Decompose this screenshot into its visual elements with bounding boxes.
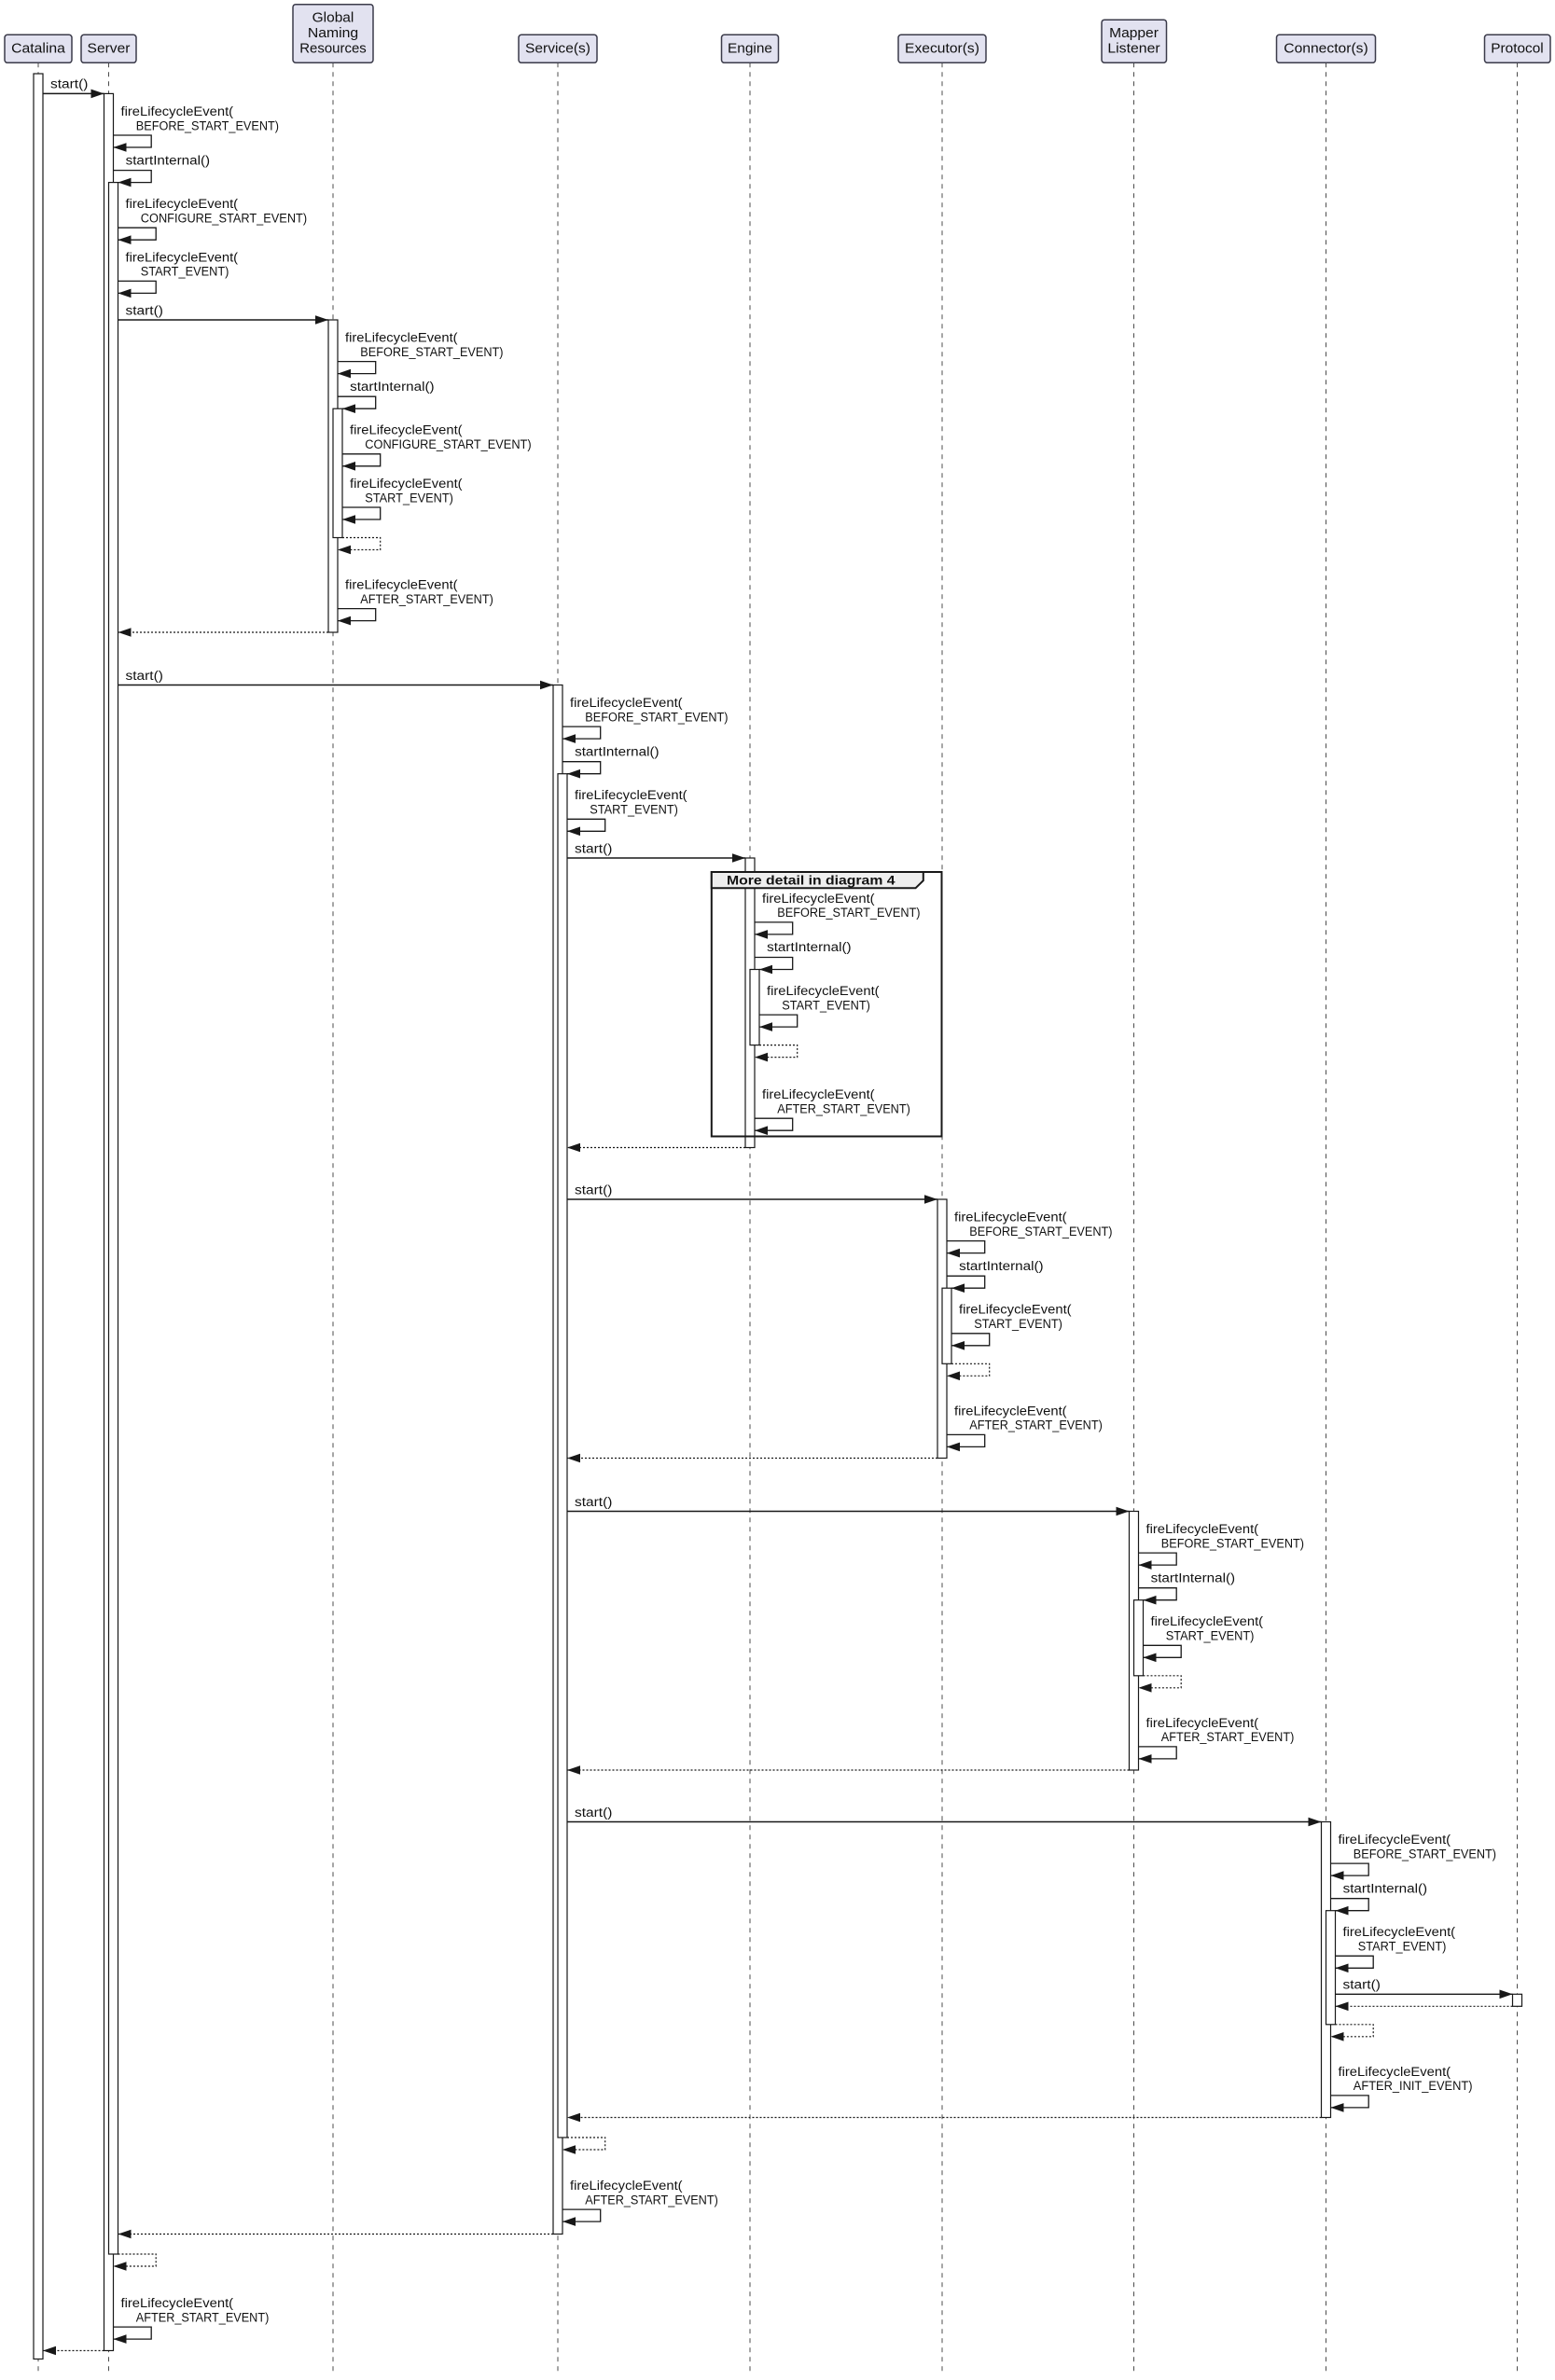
svg-text:fireLifecycleEvent(: fireLifecycleEvent( <box>1343 1925 1456 1939</box>
svg-text:startInternal(): startInternal() <box>959 1259 1044 1273</box>
svg-text:fireLifecycleEvent(: fireLifecycleEvent( <box>954 1211 1067 1225</box>
svg-text:start(): start() <box>50 77 88 91</box>
svg-text:fireLifecycleEvent(: fireLifecycleEvent( <box>575 788 687 802</box>
svg-text:startInternal(): startInternal() <box>767 940 852 954</box>
svg-text:fireLifecycleEvent(: fireLifecycleEvent( <box>350 423 463 437</box>
svg-text:fireLifecycleEvent(: fireLifecycleEvent( <box>350 477 463 491</box>
svg-text:start(): start() <box>126 303 163 317</box>
svg-text:Connector(s): Connector(s) <box>1284 41 1368 56</box>
svg-text:start(): start() <box>575 1495 612 1509</box>
svg-text:AFTER_START_EVENT): AFTER_START_EVENT) <box>360 592 493 606</box>
svg-text:CONFIGURE_START_EVENT): CONFIGURE_START_EVENT) <box>365 437 531 451</box>
svg-text:Global: Global <box>312 10 354 25</box>
svg-text:fireLifecycleEvent(: fireLifecycleEvent( <box>762 1087 875 1101</box>
svg-text:fireLifecycleEvent(: fireLifecycleEvent( <box>126 250 239 264</box>
svg-text:AFTER_START_EVENT): AFTER_START_EVENT) <box>777 1102 910 1116</box>
svg-text:startInternal(): startInternal() <box>575 744 659 758</box>
svg-text:BEFORE_START_EVENT): BEFORE_START_EVENT) <box>1354 1847 1496 1861</box>
svg-text:START_EVENT): START_EVENT) <box>1358 1940 1447 1954</box>
svg-text:Executor(s): Executor(s) <box>905 41 979 56</box>
svg-text:Service(s): Service(s) <box>525 41 590 56</box>
svg-text:start(): start() <box>126 669 163 683</box>
svg-text:Resources: Resources <box>299 42 367 57</box>
svg-text:START_EVENT): START_EVENT) <box>1166 1629 1255 1643</box>
svg-text:START_EVENT): START_EVENT) <box>974 1317 1062 1331</box>
svg-text:BEFORE_START_EVENT): BEFORE_START_EVENT) <box>969 1225 1112 1238</box>
svg-text:Engine: Engine <box>728 41 772 56</box>
svg-text:AFTER_START_EVENT): AFTER_START_EVENT) <box>969 1418 1103 1432</box>
svg-text:START_EVENT): START_EVENT) <box>141 265 229 279</box>
svg-text:AFTER_INIT_EVENT): AFTER_INIT_EVENT) <box>1354 2079 1473 2093</box>
svg-text:fireLifecycleEvent(: fireLifecycleEvent( <box>121 2296 234 2310</box>
svg-text:fireLifecycleEvent(: fireLifecycleEvent( <box>1146 1716 1259 1730</box>
svg-text:Naming: Naming <box>308 26 358 41</box>
svg-text:AFTER_START_EVENT): AFTER_START_EVENT) <box>585 2193 718 2207</box>
svg-text:BEFORE_START_EVENT): BEFORE_START_EVENT) <box>585 710 728 724</box>
svg-text:startInternal(): startInternal() <box>1343 1881 1428 1895</box>
svg-text:start(): start() <box>575 1806 612 1820</box>
svg-text:fireLifecycleEvent(: fireLifecycleEvent( <box>570 696 683 710</box>
svg-text:fireLifecycleEvent(: fireLifecycleEvent( <box>959 1303 1072 1317</box>
svg-text:Catalina: Catalina <box>11 41 66 56</box>
svg-text:start(): start() <box>575 841 612 855</box>
svg-text:fireLifecycleEvent(: fireLifecycleEvent( <box>126 197 239 211</box>
svg-text:fireLifecycleEvent(: fireLifecycleEvent( <box>345 331 458 345</box>
svg-text:fireLifecycleEvent(: fireLifecycleEvent( <box>1339 1833 1451 1847</box>
svg-text:fireLifecycleEvent(: fireLifecycleEvent( <box>1151 1614 1264 1628</box>
svg-text:AFTER_START_EVENT): AFTER_START_EVENT) <box>136 2310 269 2324</box>
svg-text:fireLifecycleEvent(: fireLifecycleEvent( <box>121 104 234 118</box>
svg-text:More detail in diagram 4: More detail in diagram 4 <box>727 873 896 887</box>
svg-text:startInternal(): startInternal() <box>1151 1571 1236 1584</box>
svg-text:Mapper: Mapper <box>1109 26 1159 41</box>
svg-text:startInternal(): startInternal() <box>126 153 211 167</box>
svg-text:BEFORE_START_EVENT): BEFORE_START_EVENT) <box>777 906 920 920</box>
svg-text:fireLifecycleEvent(: fireLifecycleEvent( <box>1339 2065 1451 2079</box>
svg-text:fireLifecycleEvent(: fireLifecycleEvent( <box>1146 1522 1259 1536</box>
svg-text:fireLifecycleEvent(: fireLifecycleEvent( <box>954 1404 1067 1418</box>
svg-text:START_EVENT): START_EVENT) <box>365 491 453 505</box>
svg-text:fireLifecycleEvent(: fireLifecycleEvent( <box>345 578 458 592</box>
svg-text:fireLifecycleEvent(: fireLifecycleEvent( <box>570 2179 683 2193</box>
svg-text:BEFORE_START_EVENT): BEFORE_START_EVENT) <box>136 118 279 132</box>
svg-text:START_EVENT): START_EVENT) <box>590 803 678 817</box>
svg-text:Listener: Listener <box>1107 42 1159 57</box>
svg-text:startInternal(): startInternal() <box>350 380 435 394</box>
svg-text:start(): start() <box>1343 1978 1381 1992</box>
svg-text:BEFORE_START_EVENT): BEFORE_START_EVENT) <box>360 345 503 359</box>
svg-text:AFTER_START_EVENT): AFTER_START_EVENT) <box>1161 1730 1295 1744</box>
svg-text:Protocol: Protocol <box>1491 41 1543 56</box>
svg-text:CONFIGURE_START_EVENT): CONFIGURE_START_EVENT) <box>141 212 307 226</box>
svg-text:Server: Server <box>88 41 131 56</box>
svg-text:fireLifecycleEvent(: fireLifecycleEvent( <box>767 984 880 998</box>
svg-text:fireLifecycleEvent(: fireLifecycleEvent( <box>762 892 875 906</box>
svg-text:start(): start() <box>575 1183 612 1197</box>
svg-text:BEFORE_START_EVENT): BEFORE_START_EVENT) <box>1161 1536 1304 1550</box>
svg-text:START_EVENT): START_EVENT) <box>782 998 870 1012</box>
